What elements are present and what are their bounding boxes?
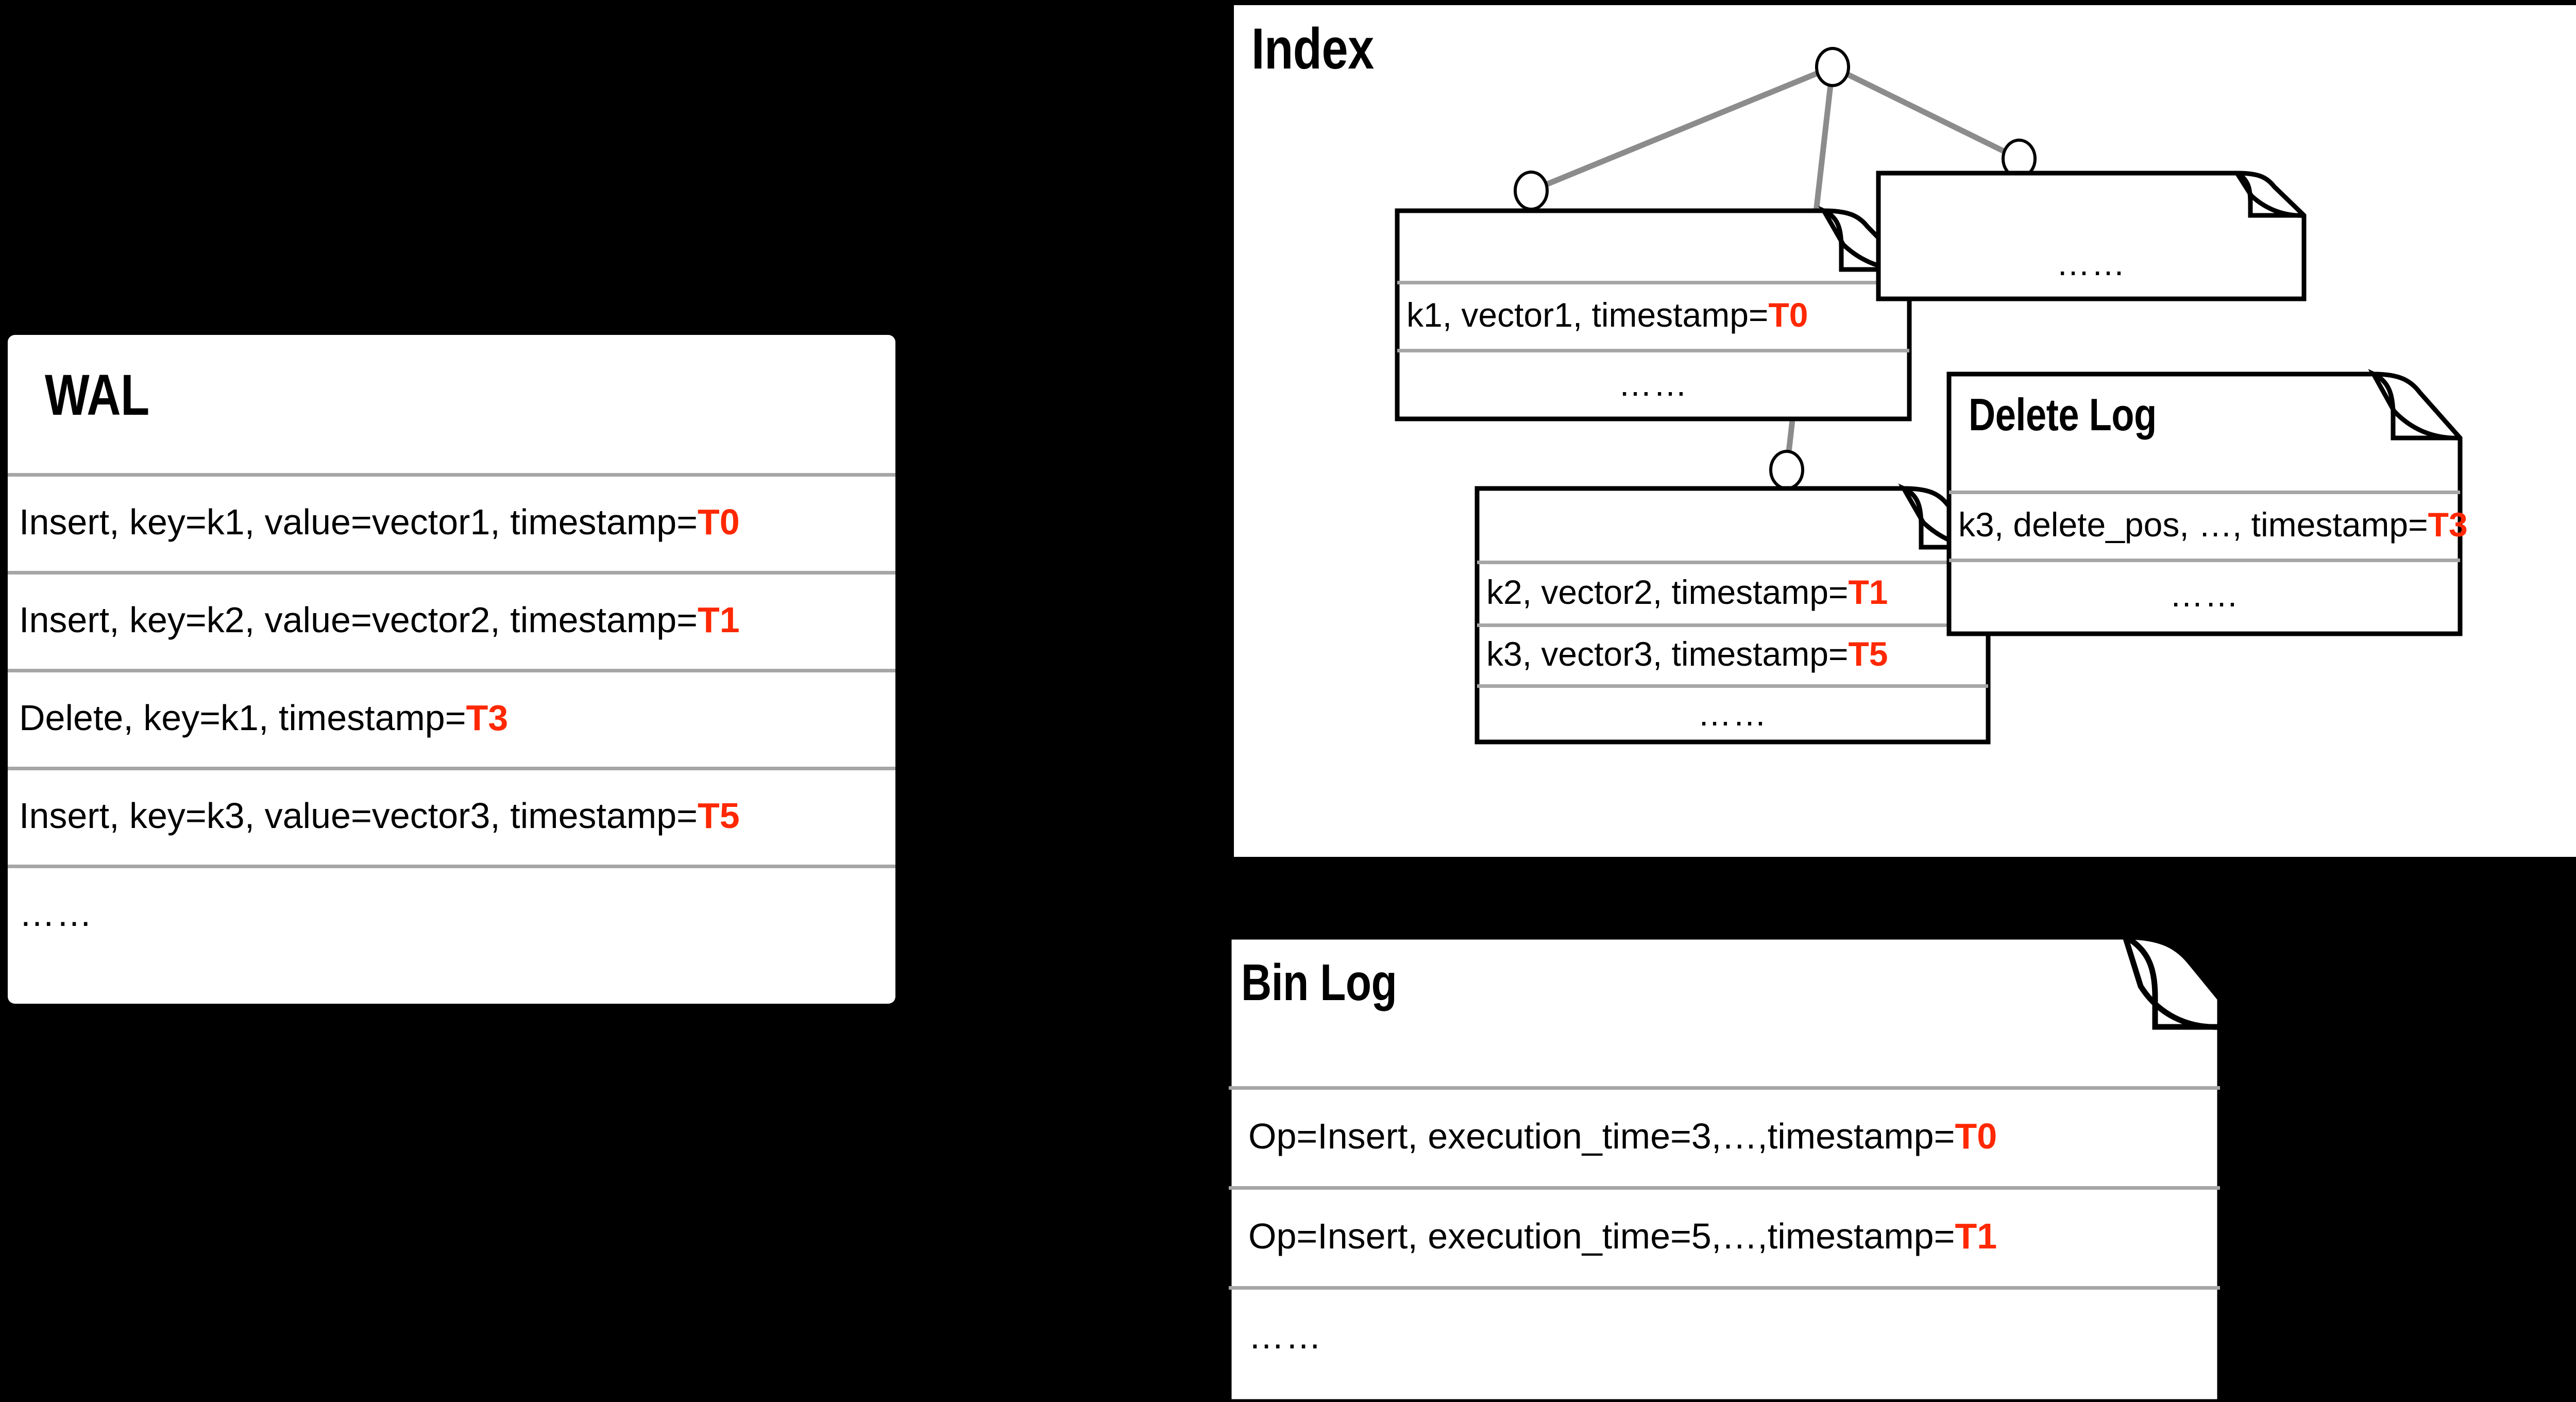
wal-panel: WAL Insert, key=k1, value=vector1, times… [8, 335, 895, 1004]
row-timestamp: T5 [698, 796, 740, 836]
table-row[interactable]: Delete, key=k1, timestamp=T3 [8, 669, 895, 767]
row-separator [8, 767, 895, 770]
table-row[interactable]: Op=Insert, execution_time=3,…,timestamp=… [1229, 1086, 2220, 1186]
tree-edge-root-left [1530, 64, 1834, 194]
row-text: …… [19, 893, 93, 934]
row-text: …… [2170, 576, 2240, 614]
row-text: k3, delete_pos, …, timestamp= [1958, 505, 2428, 544]
row-timestamp: T1 [698, 600, 740, 640]
row-text: Op=Insert, execution_time=3,…,timestamp= [1248, 1116, 1955, 1156]
delete-log[interactable]: Delete Log k3, delete_pos, …, timestamp=… [1946, 369, 2468, 636]
index-leaf-right[interactable]: …… [1876, 171, 2307, 301]
row-timestamp: T0 [1955, 1116, 1997, 1156]
table-row[interactable]: …… [1477, 684, 1988, 743]
row-separator [1397, 281, 1909, 284]
page-curl-outline [1226, 931, 2223, 1402]
table-row[interactable]: …… [1878, 231, 2304, 296]
page-curl-outline [1946, 369, 2463, 636]
row-text: k3, vector3, timestamp= [1486, 635, 1849, 673]
tree-node-child-mid [1769, 450, 1804, 490]
table-row[interactable]: Insert, key=k2, value=vector2, timestamp… [8, 571, 895, 669]
row-separator [1477, 561, 1988, 564]
row-separator [1229, 1186, 2220, 1190]
row-text: Insert, key=k3, value=vector3, timestamp… [19, 796, 698, 836]
row-text: Op=Insert, execution_time=5,…,timestamp= [1248, 1216, 1955, 1256]
delete-log-inner: Delete Log k3, delete_pos, …, timestamp=… [1947, 372, 2468, 636]
row-timestamp: T1 [1848, 573, 1888, 611]
row-text: …… [1698, 695, 1768, 733]
tree-edge-root-right [1831, 64, 2021, 161]
wal-panel-title: WAL [45, 363, 149, 427]
table-row[interactable]: k3, delete_pos, …, timestamp=T3 [1949, 491, 2468, 559]
page-curl-outline [1876, 171, 2307, 301]
table-row[interactable]: Insert, key=k1, value=vector1, timestamp… [8, 473, 895, 571]
row-text: Insert, key=k1, value=vector1, timestamp… [19, 502, 698, 542]
index-panel-title: Index [1251, 16, 1374, 81]
row-separator [8, 865, 895, 868]
tree-node-child-left [1514, 171, 1549, 211]
row-text: Delete, key=k1, timestamp= [19, 698, 466, 738]
table-row[interactable]: …… [1949, 559, 2460, 631]
table-row[interactable]: …… [1229, 1286, 2220, 1386]
table-row[interactable]: …… [8, 865, 895, 962]
row-timestamp: T0 [698, 502, 740, 542]
bin-log-panel[interactable]: Bin Log Op=Insert, execution_time=3,…,ti… [1226, 931, 2223, 1402]
index-leaf-mid-rows: k2, vector2, timestamp=T1 k3, vector3, t… [1475, 486, 1990, 744]
tree-node-root [1815, 47, 1850, 87]
row-separator [1397, 349, 1909, 352]
row-text: k2, vector2, timestamp= [1486, 573, 1849, 611]
index-leaf-left-rows: k1, vector1, timestamp=T0 …… [1395, 209, 1911, 421]
index-panel: Index [1234, 5, 2576, 857]
row-text: …… [2056, 244, 2126, 282]
row-separator [1949, 491, 2460, 494]
table-row[interactable]: k2, vector2, timestamp=T1 [1477, 561, 1988, 623]
table-row[interactable]: Op=Insert, execution_time=5,…,timestamp=… [1229, 1186, 2220, 1286]
table-row[interactable]: Insert, key=k3, value=vector3, timestamp… [8, 767, 895, 865]
row-separator [1229, 1286, 2220, 1290]
row-separator [8, 473, 895, 477]
row-separator [8, 669, 895, 672]
table-row[interactable]: k1, vector1, timestamp=T0 [1397, 281, 1909, 349]
table-row[interactable]: …… [1397, 349, 1909, 418]
row-text: …… [1248, 1316, 1323, 1356]
row-separator [1477, 684, 1988, 688]
index-leaf-mid[interactable]: k2, vector2, timestamp=T1 k3, vector3, t… [1475, 483, 1991, 745]
row-timestamp: T3 [2428, 505, 2468, 544]
row-text: k1, vector1, timestamp= [1406, 296, 1769, 334]
row-separator [1949, 559, 2460, 562]
index-leaf-left[interactable]: k1, vector1, timestamp=T0 …… [1395, 206, 1912, 421]
row-separator [8, 571, 895, 575]
delete-log-title: Delete Log [1969, 389, 2157, 440]
bin-log-inner: Bin Log Op=Insert, execution_time=3,…,ti… [1228, 937, 2222, 1402]
bin-log-title: Bin Log [1241, 954, 1397, 1011]
table-row[interactable]: k3, vector3, timestamp=T5 [1477, 623, 1988, 684]
row-text: …… [1618, 364, 1688, 403]
row-timestamp: T5 [1848, 635, 1888, 673]
row-separator [1229, 1086, 2220, 1090]
index-leaf-right-rows: …… [1876, 171, 2306, 301]
row-timestamp: T0 [1768, 296, 1808, 334]
row-text: Insert, key=k2, value=vector2, timestamp… [19, 600, 698, 640]
row-separator [1477, 623, 1988, 627]
row-timestamp: T3 [466, 698, 509, 738]
wal-row-list: Insert, key=k1, value=vector1, timestamp… [8, 473, 895, 962]
row-timestamp: T1 [1955, 1216, 1997, 1256]
